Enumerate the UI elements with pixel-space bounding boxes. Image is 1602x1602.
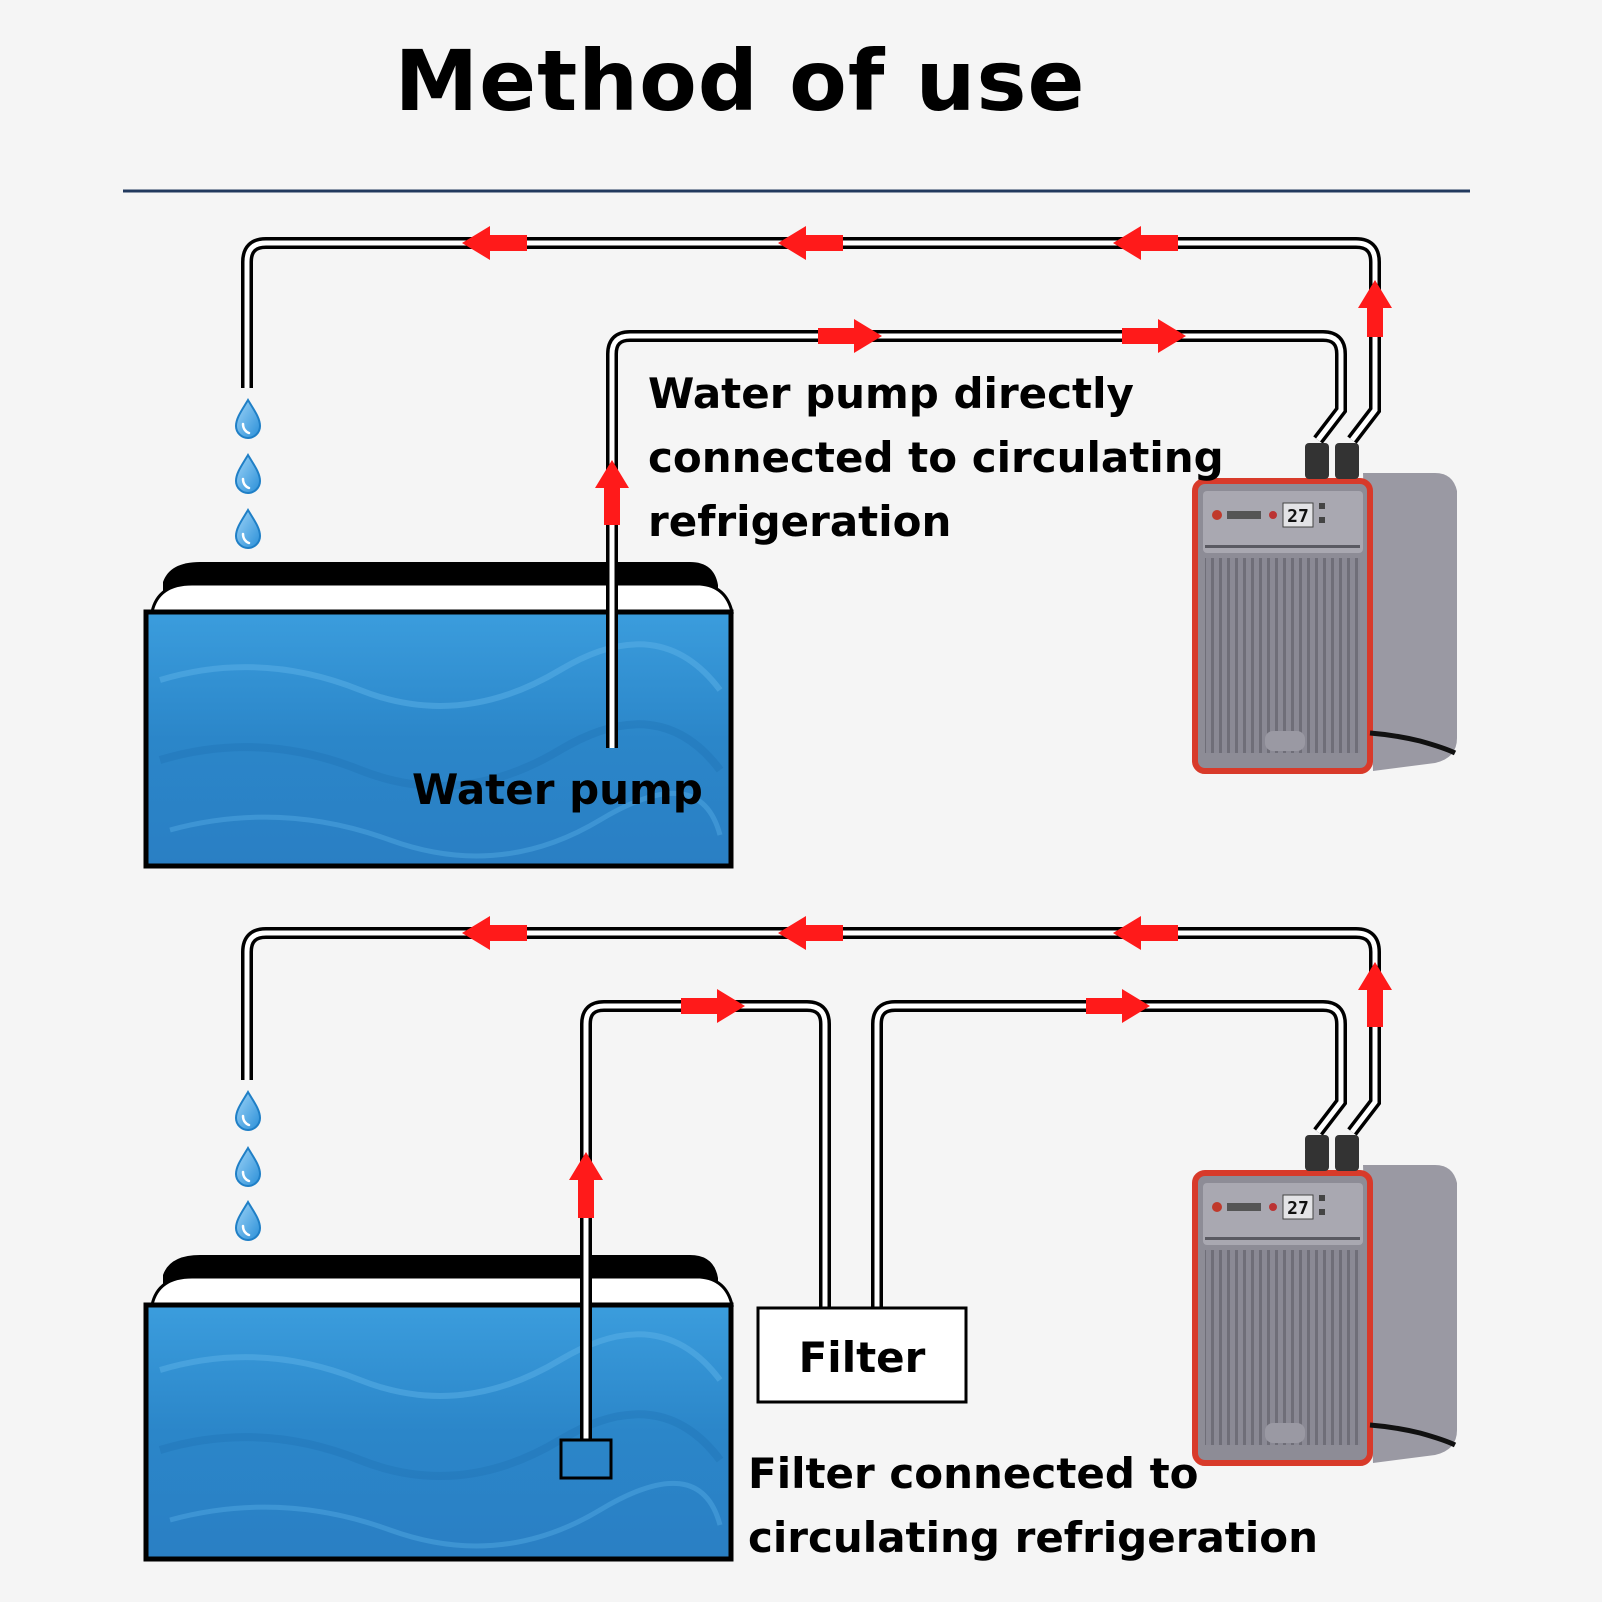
flow-arrow-icon	[462, 226, 1392, 525]
chiller-icon	[1195, 443, 1457, 771]
aquarium-tank	[143, 562, 734, 869]
bottom-caption: Filter connected to circulating refriger…	[748, 1449, 1318, 1562]
flow-arrow-icon	[462, 916, 1392, 1218]
water-pump-label: Water pump	[412, 765, 703, 814]
diagram-top: Water pump directly connected to circula…	[143, 226, 1457, 869]
chiller-icon	[1195, 1135, 1457, 1463]
filter-box: Filter	[756, 1306, 968, 1404]
tank-water	[143, 609, 734, 869]
water-drop-icon	[234, 1090, 262, 1242]
diagram-bottom: Filter Filter connected to circulating r…	[143, 916, 1457, 1562]
aquarium-tank	[143, 1255, 734, 1562]
tank-water	[143, 1302, 734, 1562]
top-caption: Water pump directly connected to circula…	[648, 369, 1238, 546]
water-drop-icon	[234, 398, 262, 550]
pump-box	[559, 1438, 613, 1480]
page-title: Method of use	[395, 32, 1086, 130]
filter-label: Filter	[799, 1333, 926, 1382]
